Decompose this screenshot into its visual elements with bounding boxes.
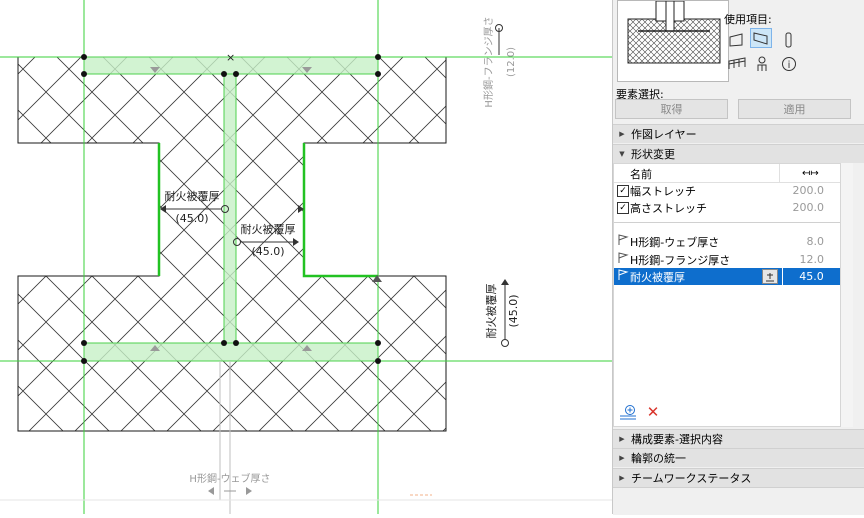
collapse-triangle-icon: ▼ — [619, 150, 625, 158]
h-beam-highlight — [83, 56, 379, 362]
usage-2d-icon[interactable] — [726, 30, 748, 50]
table-row-selected[interactable]: 耐火被覆厚 45.0 — [614, 268, 840, 285]
info-icon[interactable]: i — [778, 54, 800, 74]
parameter-flag-icon — [617, 234, 629, 249]
table-row[interactable]: ✓ 幅ストレッチ 200.0 — [614, 182, 840, 199]
selected-value-field[interactable]: 45.0 — [782, 268, 840, 285]
section-teamwork-status-label: チームワークステータス — [631, 472, 752, 485]
list-scrollbar[interactable] — [841, 163, 853, 427]
svg-text:×: × — [226, 51, 235, 64]
section-teamwork-status[interactable]: ▶ チームワークステータス — [613, 468, 864, 487]
section-drawing-layer[interactable]: ▶ 作図レイヤー — [613, 124, 864, 143]
dim-fire-left-label: 耐火被覆厚 — [165, 190, 220, 203]
checkbox[interactable]: ✓ — [617, 201, 629, 214]
parameter-flag-icon — [617, 252, 629, 267]
add-parameter-icon[interactable] — [617, 402, 639, 422]
parameter-flag-icon — [617, 269, 629, 284]
list-header: 名前 ↤↦ — [614, 165, 840, 182]
usage-items-label: 使用項目: — [724, 13, 772, 26]
table-row[interactable]: ✓ 高さストレッチ 200.0 — [614, 199, 840, 216]
section-component-selection-label: 構成要素-選択内容 — [631, 433, 723, 446]
expand-triangle-icon: ▶ — [619, 474, 625, 482]
element-select-label: 要素選択: — [616, 88, 664, 101]
hotspot-edit-icon[interactable] — [762, 269, 778, 284]
dim-web-label: H形鋼-ウェブ厚さ — [189, 472, 270, 485]
expand-triangle-icon: ▶ — [619, 435, 625, 443]
profile-preview — [617, 0, 729, 82]
section-contour-unify[interactable]: ▶ 輪郭の統一 — [613, 448, 864, 467]
dim-flange-value: (12.0) — [506, 47, 517, 77]
expand-triangle-icon: ▶ — [619, 454, 625, 462]
dim-fire-right-label: 耐火被覆厚 — [485, 284, 498, 339]
table-row[interactable]: H形鋼-フランジ厚さ 12.0 — [614, 251, 840, 268]
usage-railing-icon[interactable] — [726, 54, 748, 74]
panel-footer — [613, 487, 864, 515]
get-button[interactable]: 取得 — [615, 99, 728, 119]
delete-parameter-icon[interactable]: ✕ — [646, 403, 660, 421]
dim-fire-center-value: (45.0) — [251, 245, 284, 258]
expand-triangle-icon: ▶ — [619, 130, 625, 138]
usage-column-icon[interactable] — [778, 30, 800, 50]
dim-fire-left-value: (45.0) — [175, 212, 208, 225]
apply-button[interactable]: 適用 — [738, 99, 851, 119]
section-drawing-layer-label: 作図レイヤー — [631, 128, 697, 141]
checkbox[interactable]: ✓ — [617, 184, 629, 197]
table-row[interactable]: H形鋼-ウェブ厚さ 8.0 — [614, 233, 840, 250]
dim-fire-center-label: 耐火被覆厚 — [241, 223, 296, 236]
section-shape-change[interactable]: ▼ 形状変更 — [613, 144, 864, 163]
stretch-width-icon: ↤↦ — [802, 168, 819, 179]
usage-object-icon[interactable] — [752, 54, 774, 74]
section-component-selection[interactable]: ▶ 構成要素-選択内容 — [613, 429, 864, 448]
dim-fire-right-value: (45.0) — [507, 294, 520, 327]
dim-flange-label: H形鋼-フランジ厚さ — [482, 16, 495, 107]
section-contour-unify-label: 輪郭の統一 — [631, 452, 686, 465]
drawing-canvas[interactable]: × 耐火被覆厚 (45.0) 耐火被覆厚 (45.0) 耐火被覆厚 (45.0)… — [0, 0, 612, 514]
usage-section-icon[interactable] — [750, 28, 772, 48]
svg-text:i: i — [788, 60, 791, 71]
section-shape-change-label: 形状変更 — [631, 148, 675, 161]
col-name-header: 名前 — [630, 167, 652, 181]
parameter-list: 名前 ↤↦ ✓ 幅ストレッチ 200.0 ✓ 高さストレッチ 200.0 H形鋼… — [613, 163, 841, 427]
